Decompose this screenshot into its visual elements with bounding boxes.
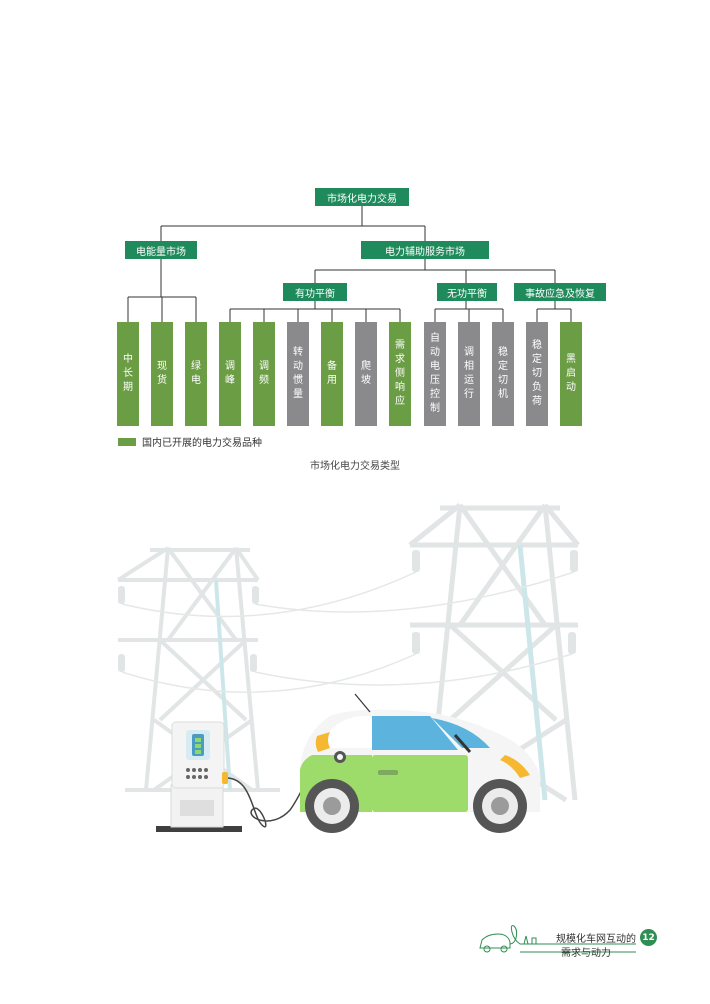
page-number: 12 <box>640 929 657 946</box>
leaf-frequency-regulation: 调频 <box>253 322 275 426</box>
leaf-black-start: 黑启动 <box>560 322 582 426</box>
leaf-mid-long-term: 中长期 <box>117 322 139 426</box>
leaf-avc: 自动电压控制 <box>424 322 446 426</box>
leaf-ramping: 爬坡 <box>355 322 377 426</box>
electric-car <box>300 693 540 833</box>
charging-station <box>156 721 242 832</box>
leaf-peak-regulation: 调峰 <box>219 322 241 426</box>
legend: 国内已开展的电力交易品种 <box>118 434 262 449</box>
diagram-connectors <box>127 205 572 322</box>
left-pylon <box>116 546 280 792</box>
legend-label: 国内已开展的电力交易品种 <box>142 438 262 449</box>
footer-title-line1: 规模化车网互动的 <box>556 934 636 945</box>
footer-title-line2: 需求与动力 <box>561 948 611 959</box>
leaf-green-power: 绿电 <box>185 322 207 426</box>
footer-car-icon <box>479 925 636 953</box>
leaf-inertia: 转动惯量 <box>287 322 309 426</box>
energy-market-node: 电能量市场 <box>125 241 197 259</box>
diagram-caption: 市场化电力交易类型 <box>310 461 400 472</box>
emergency-node: 事故应急及恢复 <box>514 283 606 301</box>
reactive-balance-node: 无功平衡 <box>437 283 497 301</box>
leaf-demand-response: 需求侧响应 <box>389 322 411 426</box>
ev-charging-illustration <box>116 503 580 833</box>
leaf-load-shedding: 稳定切负荷 <box>526 322 548 426</box>
active-balance-node: 有功平衡 <box>283 283 347 301</box>
leaf-phase-modulation: 调相运行 <box>458 322 480 426</box>
ancillary-market-node: 电力辅助服务市场 <box>361 241 489 259</box>
leaf-gen-tripping: 稳定切机 <box>492 322 514 426</box>
legend-swatch <box>118 437 136 446</box>
leaf-reserve: 备用 <box>321 322 343 426</box>
root-node: 市场化电力交易 <box>315 188 409 206</box>
leaf-spot: 现货 <box>151 322 173 426</box>
